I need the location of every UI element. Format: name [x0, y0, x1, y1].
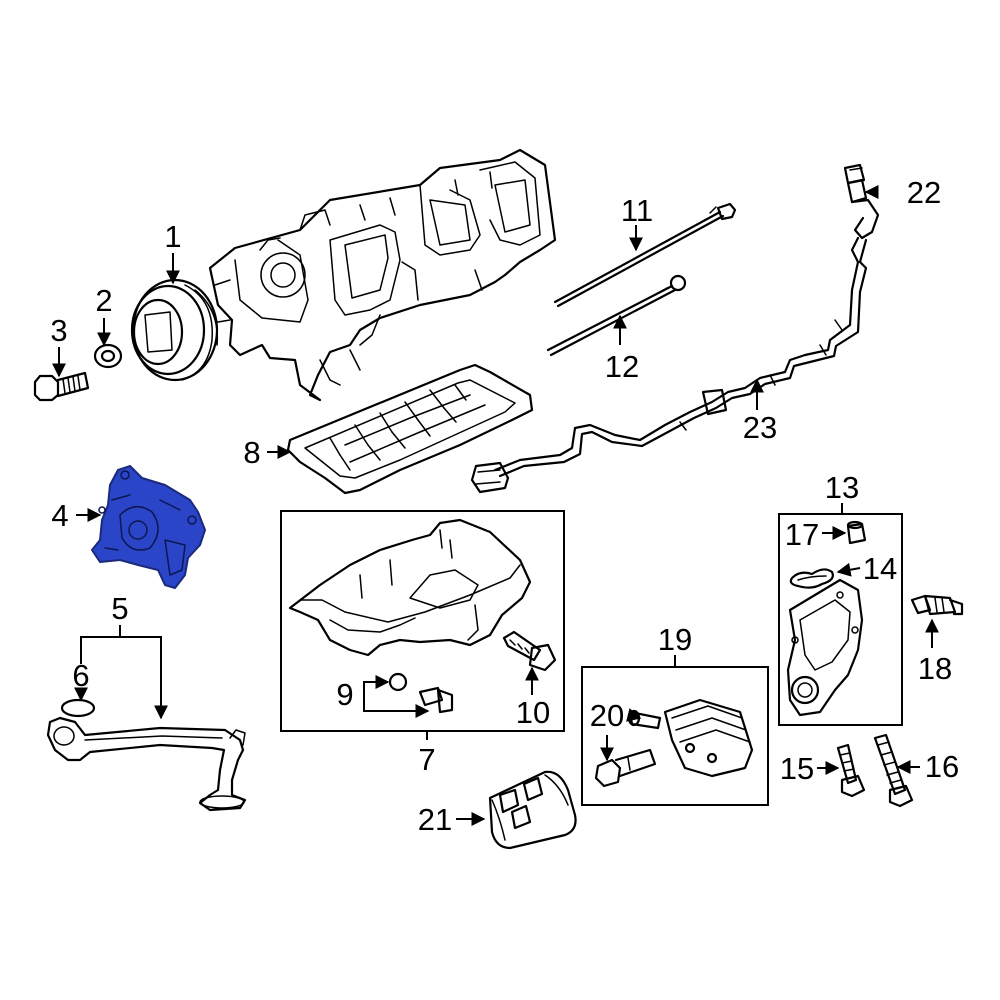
pulley-bolt[interactable]	[33, 371, 90, 402]
dipstick-tube[interactable]	[546, 274, 687, 357]
oil-pan-bolt[interactable]	[502, 630, 557, 672]
cap[interactable]	[846, 520, 867, 545]
crankshaft-pulley[interactable]	[130, 278, 219, 382]
callout-1: 1	[164, 219, 181, 254]
oil-pressure-sensor[interactable]	[910, 594, 964, 616]
gasket-ring[interactable]	[789, 568, 834, 589]
washer[interactable]	[93, 343, 123, 369]
oil-filter[interactable]	[488, 770, 577, 850]
callout-9: 9	[336, 677, 353, 712]
cover-box	[778, 513, 903, 726]
callout-5: 5	[111, 591, 128, 626]
oil-pump[interactable]	[91, 465, 206, 589]
callout-13: 13	[825, 470, 859, 505]
cover-bolt-short[interactable]	[836, 743, 866, 798]
callout-labels: 1 2 3 4 5 6 7 8 9 10 11 12 13 14 15 16 1…	[50, 175, 959, 837]
oil-pan-gasket-seal[interactable]	[388, 672, 408, 692]
callout-18: 18	[918, 651, 952, 686]
cooler-bolt[interactable]	[594, 748, 657, 788]
callout-15: 15	[780, 751, 814, 786]
oil-pan[interactable]	[288, 518, 532, 657]
o-ring[interactable]	[60, 698, 96, 718]
drain-plug[interactable]	[418, 686, 454, 714]
callout-2: 2	[95, 283, 112, 318]
callout-11: 11	[621, 193, 653, 228]
oil-cooler[interactable]	[627, 698, 754, 778]
callout-4: 4	[51, 498, 68, 533]
callout-10: 10	[516, 695, 550, 730]
callout-16: 16	[925, 749, 959, 784]
callout-6: 6	[72, 658, 89, 693]
wiring-harness[interactable]	[470, 236, 868, 494]
callout-21: 21	[418, 802, 452, 837]
cover-bolt-long[interactable]	[873, 733, 914, 808]
callout-17: 17	[785, 517, 819, 552]
callout-19: 19	[658, 622, 692, 657]
oil-pan-box	[280, 510, 565, 732]
callout-12: 12	[605, 349, 639, 384]
callout-8: 8	[243, 435, 260, 470]
oil-pickup-tube[interactable]	[46, 716, 247, 812]
callout-23: 23	[743, 410, 777, 445]
dipstick[interactable]	[553, 202, 737, 308]
engine-block[interactable]	[208, 148, 557, 402]
timing-cover[interactable]	[786, 578, 864, 717]
callout-22: 22	[907, 175, 941, 210]
callout-leaders	[52, 185, 939, 826]
sensor-connector[interactable]	[843, 163, 880, 240]
callout-20: 20	[590, 698, 624, 733]
callout-3: 3	[50, 313, 67, 348]
callout-7: 7	[418, 742, 435, 777]
windage-tray[interactable]	[286, 363, 534, 495]
callout-14: 14	[863, 551, 897, 586]
